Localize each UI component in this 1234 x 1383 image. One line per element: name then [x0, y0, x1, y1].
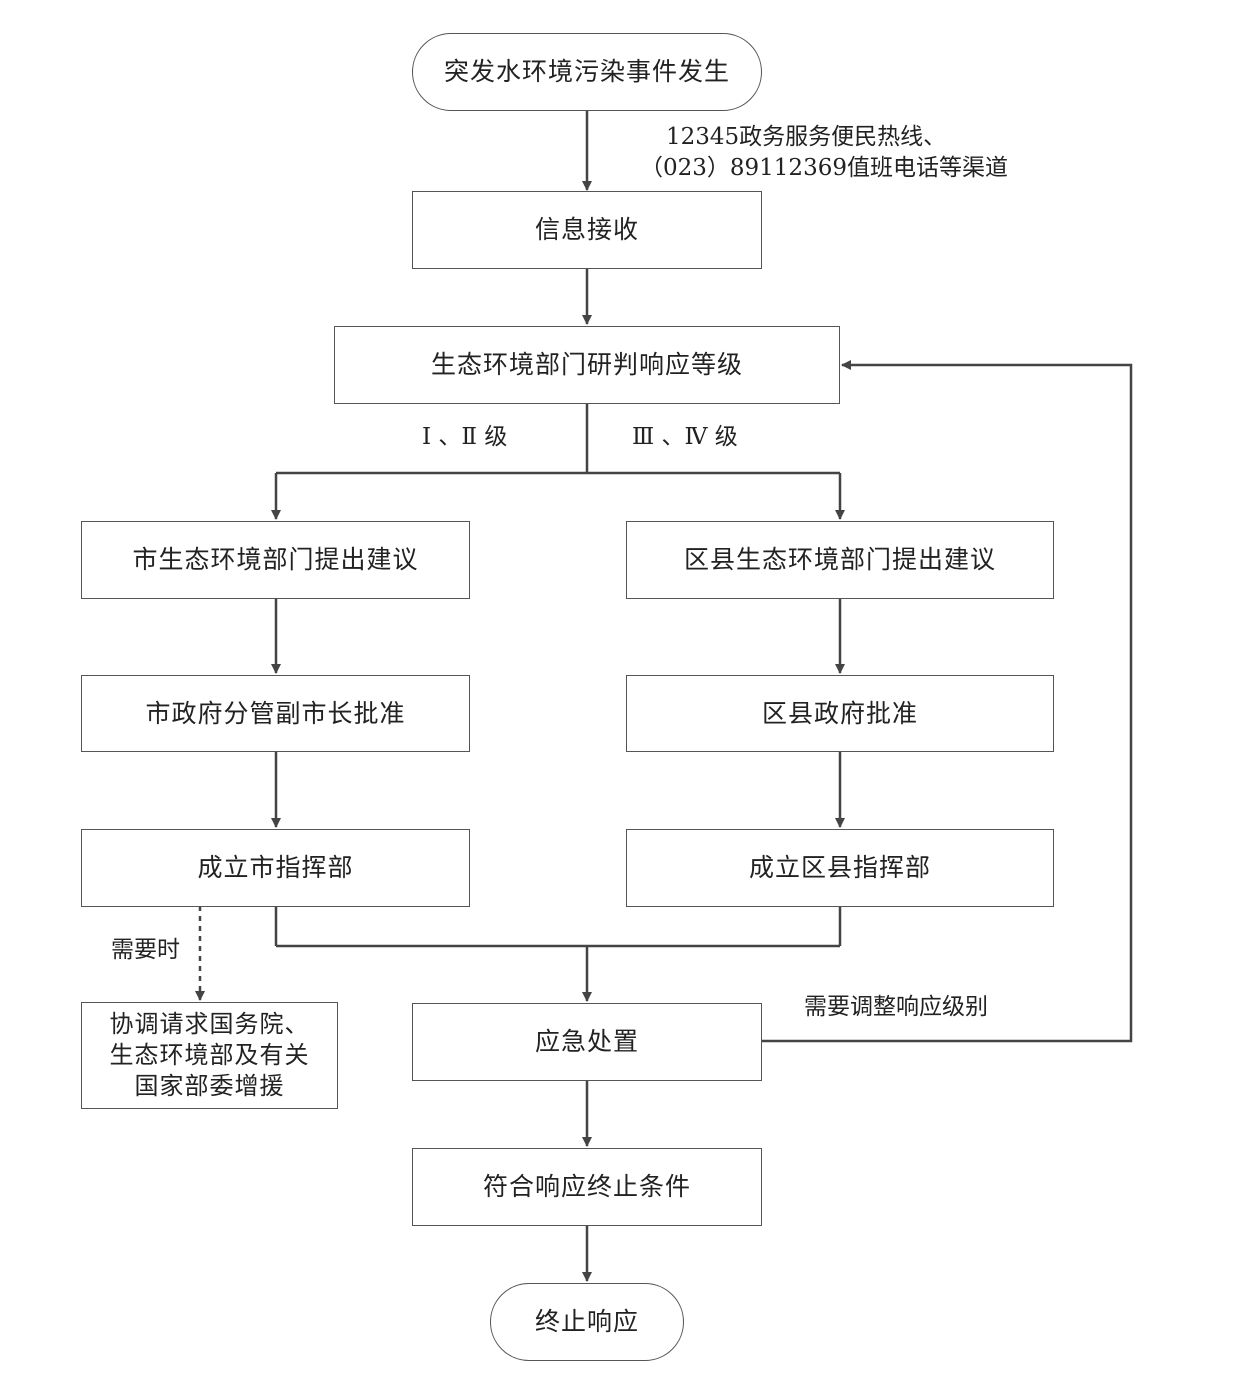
- when-needed-label: 需要时: [111, 937, 180, 963]
- channels-label-line-1: 12345政务服务便民热线、: [666, 124, 947, 150]
- start-node: 突发水环境污染事件发生: [412, 33, 762, 111]
- receive-node: 信息接收: [412, 191, 762, 269]
- coordinate-line-1: 协调请求国务院、: [109, 1009, 310, 1038]
- channels-label-line-2: （023）89112369值班电话等渠道: [640, 155, 1008, 181]
- end-node: 终止响应: [490, 1283, 684, 1361]
- coordinate-line-3: 国家部委增援: [134, 1072, 285, 1101]
- county-approve-node: 区县政府批准: [626, 675, 1054, 752]
- coordinate-node: 协调请求国务院、 生态环境部及有关 国家部委增援: [81, 1002, 338, 1109]
- level-high-label: Ⅰ 、Ⅱ 级: [422, 424, 508, 450]
- city-approve-node: 市政府分管副市长批准: [81, 675, 470, 752]
- arrow-feedback-adjust-level: [762, 360, 1133, 1043]
- county-hq-node: 成立区县指挥部: [626, 829, 1054, 907]
- adjust-level-label: 需要调整响应级别: [804, 994, 988, 1020]
- county-suggest-node: 区县生态环境部门提出建议: [626, 521, 1054, 599]
- level-low-label: Ⅲ 、Ⅳ 级: [632, 424, 738, 450]
- city-suggest-node: 市生态环境部门提出建议: [81, 521, 470, 599]
- terminate-condition-node: 符合响应终止条件: [412, 1148, 762, 1226]
- response-node: 应急处置: [412, 1003, 762, 1081]
- coordinate-line-2: 生态环境部及有关: [109, 1040, 310, 1069]
- assess-node: 生态环境部门研判响应等级: [334, 326, 840, 404]
- city-hq-node: 成立市指挥部: [81, 829, 470, 907]
